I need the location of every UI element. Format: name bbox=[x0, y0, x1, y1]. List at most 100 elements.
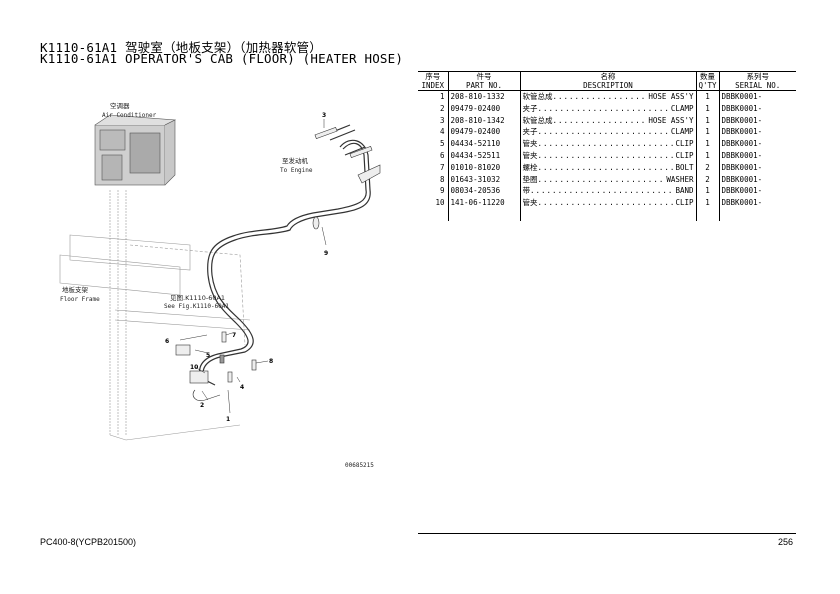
row-description-cn: 夹子 bbox=[522, 103, 538, 113]
row-qty: 1 bbox=[695, 185, 719, 198]
heater-hose-drawing bbox=[199, 124, 371, 386]
row-description-en: BOLT bbox=[675, 162, 694, 172]
table-row: 409479-02400夹子..........................… bbox=[418, 126, 796, 139]
row-index: 1 bbox=[439, 92, 445, 101]
row-description: 管夹......................................… bbox=[519, 197, 696, 209]
row-index: 2 bbox=[439, 103, 445, 113]
row-serial: DBBK0001- bbox=[718, 197, 796, 209]
row-description: 管夹......................................… bbox=[519, 149, 696, 162]
row-description: 垫圈......................................… bbox=[519, 173, 696, 186]
row-part-no: 01643-31032 bbox=[447, 173, 520, 186]
floor-frame-drawing bbox=[59, 190, 251, 441]
row-part-no: 09479-02400 bbox=[447, 126, 520, 139]
table-row: 801643-31032垫圈..........................… bbox=[418, 173, 796, 186]
row-index: 9 bbox=[439, 186, 445, 196]
row-qty: 1 bbox=[695, 102, 719, 115]
row-description-en: CLIP bbox=[675, 198, 694, 208]
row-description-leader: ........................................… bbox=[552, 92, 647, 101]
row-description: 螺栓......................................… bbox=[519, 161, 696, 174]
row-qty: 1 bbox=[695, 126, 719, 139]
air-conditioner-drawing bbox=[94, 114, 177, 186]
row-description: 夹子......................................… bbox=[519, 126, 696, 139]
row-description-en: HOSE ASS'Y bbox=[648, 115, 694, 125]
row-description-cn: 夹子 bbox=[522, 127, 538, 137]
row-description-cn: 软管总成 bbox=[522, 92, 553, 101]
parts-diagram: 空调器 Air Conditioner 至发动机 To Engine 地板支架 … bbox=[40, 95, 410, 490]
row-serial: DBBK0001- bbox=[718, 161, 796, 174]
row-qty: 1 bbox=[695, 138, 719, 150]
floor-frame-label-en: Floor Frame bbox=[60, 296, 100, 303]
callout-3: 3 bbox=[322, 112, 326, 119]
page-title-en: K1110-61A1 OPERATOR'S CAB (FLOOR) (HEATE… bbox=[40, 51, 404, 66]
row-description-leader: ........................................… bbox=[537, 198, 674, 208]
row-qty: 2 bbox=[695, 161, 719, 174]
callout-4: 4 bbox=[240, 384, 244, 391]
fittings-drawing bbox=[175, 126, 381, 401]
row-serial: DBBK0001- bbox=[718, 138, 796, 150]
row-part-no: 09479-02400 bbox=[447, 102, 520, 115]
to-engine-label-cn: 至发动机 bbox=[282, 156, 309, 165]
row-description-leader: ........................................… bbox=[552, 115, 647, 125]
row-description-en: BAND bbox=[675, 186, 694, 196]
table-row: 908034-20536带...........................… bbox=[418, 185, 796, 198]
row-serial: DBBK0001- bbox=[718, 173, 796, 186]
row-serial: DBBK0001- bbox=[718, 102, 796, 115]
row-description-leader: ........................................… bbox=[537, 150, 674, 160]
empty-cell bbox=[718, 208, 796, 221]
table-row: 209479-02400夹子..........................… bbox=[418, 102, 796, 115]
row-index: 4 bbox=[439, 127, 445, 137]
row-index: 6 bbox=[439, 150, 445, 160]
floor-frame-label-cn: 地板支架 bbox=[62, 285, 89, 294]
row-part-no: 01010-81020 bbox=[447, 161, 520, 174]
row-index: 10 bbox=[435, 198, 445, 208]
row-description-leader: ........................................… bbox=[537, 127, 669, 137]
empty-cell bbox=[418, 209, 448, 221]
see-fig-label-cn: 见图.K1110-60A1 bbox=[170, 294, 225, 302]
row-description-en: CLAMP bbox=[670, 127, 694, 137]
callout-7: 7 bbox=[232, 332, 236, 339]
diagram-labels: 空调器 Air Conditioner 至发动机 To Engine 地板支架 … bbox=[60, 101, 374, 469]
table-row: 604434-52511管夹..........................… bbox=[418, 149, 796, 162]
row-part-no: 208-810-1332 bbox=[447, 90, 520, 103]
row-serial: DBBK0001- bbox=[718, 114, 796, 127]
row-description-cn: 管夹 bbox=[522, 139, 538, 149]
callout-8: 8 bbox=[269, 358, 273, 365]
row-description: 管夹......................................… bbox=[519, 138, 696, 150]
callouts: 1 2 3 4 5 6 7 8 9 10 bbox=[165, 112, 328, 423]
callout-1: 1 bbox=[226, 416, 230, 423]
row-description-en: CLIP bbox=[675, 139, 694, 149]
callout-9: 9 bbox=[324, 250, 328, 257]
row-description-cn: 垫圈 bbox=[522, 174, 538, 184]
row-description-cn: 螺栓 bbox=[522, 162, 538, 172]
row-description-en: WASHER bbox=[666, 174, 694, 184]
empty-cell bbox=[519, 208, 696, 221]
row-qty: 1 bbox=[695, 90, 719, 103]
table-row: 701010-81020螺栓..........................… bbox=[418, 161, 796, 174]
row-index: 8 bbox=[439, 174, 445, 184]
callout-5: 5 bbox=[206, 352, 210, 359]
callout-leaders bbox=[179, 119, 327, 414]
row-description: 软管总成....................................… bbox=[519, 114, 696, 127]
row-description: 软管总成....................................… bbox=[519, 90, 696, 103]
row-description-leader: ........................................… bbox=[537, 174, 665, 184]
row-description-leader: ........................................… bbox=[537, 103, 669, 113]
row-part-no: 04434-52511 bbox=[447, 149, 520, 162]
row-qty: 1 bbox=[695, 114, 719, 127]
row-description: 夹子......................................… bbox=[519, 102, 696, 115]
row-serial: DBBK0001- bbox=[718, 185, 796, 198]
page-title-cn: K1110-61A1 驾驶室（地板支架）（加热器软管） bbox=[40, 40, 322, 55]
row-description-cn: 管夹 bbox=[522, 150, 538, 160]
row-serial: DBBK0001- bbox=[718, 149, 796, 162]
callout-6: 6 bbox=[165, 338, 169, 345]
row-description-en: HOSE ASS'Y bbox=[648, 92, 694, 101]
callout-10: 10 bbox=[190, 364, 198, 371]
table-bottom-rule bbox=[418, 533, 796, 534]
